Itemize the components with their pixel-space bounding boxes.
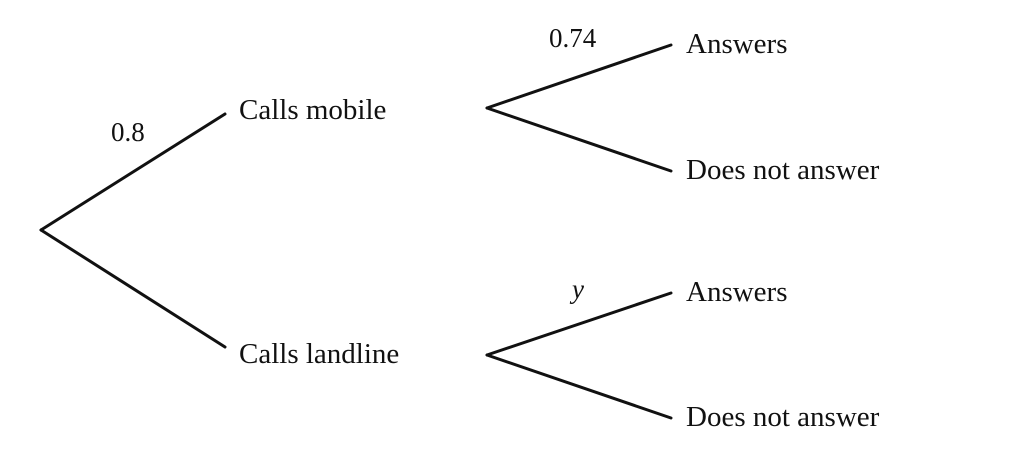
- node-mobile-does-not-answer: Does not answer: [686, 154, 880, 186]
- branch-mobile-to-does-not-answer: [485, 106, 673, 173]
- branch-mobile-to-answers: [485, 43, 673, 110]
- node-landline-does-not-answer: Does not answer: [686, 401, 880, 433]
- node-calls-mobile: Calls mobile: [239, 94, 387, 126]
- branch-landline-to-does-not-answer: [485, 353, 673, 420]
- branch-root-to-calls-mobile: [39, 112, 227, 232]
- node-landline-answers: Answers: [686, 276, 788, 308]
- probability-calls-mobile: 0.8: [111, 117, 145, 147]
- node-calls-landline: Calls landline: [239, 338, 400, 370]
- probability-landline-answers: y: [572, 274, 584, 304]
- probability-mobile-answers: 0.74: [549, 23, 597, 53]
- branch-root-to-calls-landline: [39, 228, 227, 349]
- node-mobile-answers: Answers: [686, 28, 788, 60]
- branch-landline-to-answers: [485, 291, 673, 357]
